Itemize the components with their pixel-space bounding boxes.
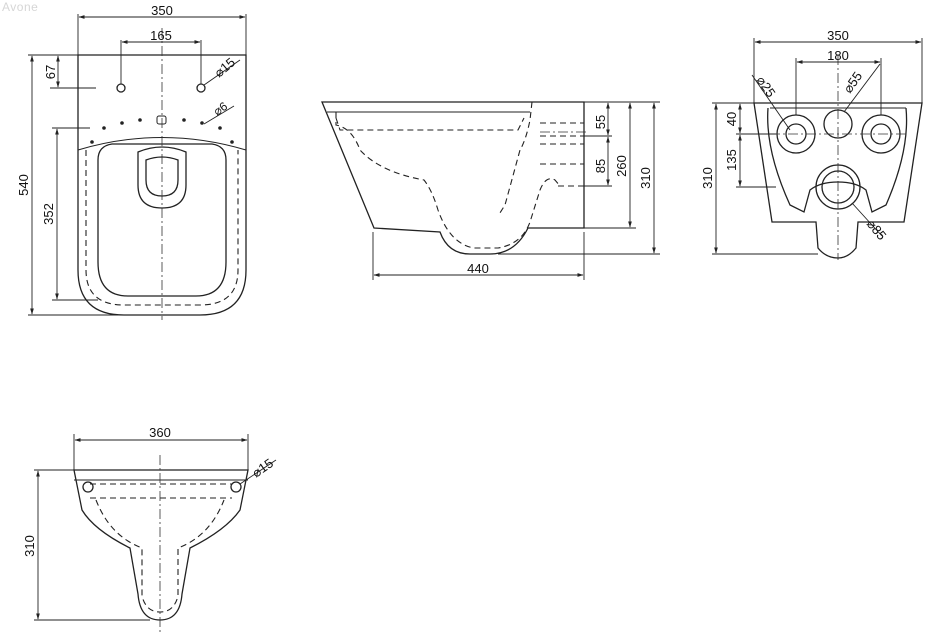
front-hole-left	[82, 481, 94, 493]
side-view-outline	[321, 101, 585, 255]
side-view-bowl-dashed	[335, 112, 561, 249]
offset-40-label: 40	[724, 112, 739, 126]
rear-height-label: 310	[700, 167, 715, 189]
pipe-55-label: 55	[593, 115, 608, 129]
front-view: 360 ⌀15 310	[22, 425, 277, 632]
rim-holes	[90, 115, 234, 144]
side-view-rim-dashed	[335, 117, 525, 131]
front-hole-right	[230, 481, 242, 493]
fixing-hole-right	[196, 83, 206, 93]
top-view-inner-dashed	[85, 150, 239, 306]
top-view-outlet-inner	[145, 156, 179, 197]
height-260-label: 260	[614, 155, 629, 177]
top-view-outlet	[137, 146, 187, 209]
bowl-length-label: 352	[41, 203, 56, 225]
length-540-label: 540	[16, 174, 31, 196]
offset-67-label: 67	[43, 65, 58, 79]
pipe-85-label: 85	[593, 159, 608, 173]
front-hole-dia-label: ⌀15	[249, 455, 276, 480]
rear-spacing-label: 180	[827, 48, 849, 63]
top-view-bowl	[97, 143, 227, 297]
small-hole-dia-label: ⌀6	[211, 99, 231, 119]
watermark: Avone	[2, 0, 39, 14]
rear-width-label: 350	[827, 28, 849, 43]
offset-135-label: 135	[724, 149, 739, 171]
fixing-hole-left	[116, 83, 126, 93]
length-440-label: 440	[467, 261, 489, 276]
hole-dia-label: ⌀15	[211, 54, 238, 80]
side-view: 55 85 260 310 440	[321, 101, 660, 280]
rear-view: 350 180 ⌀25 ⌀55 40 135 310 ⌀85	[700, 28, 923, 260]
height-310-label: 310	[638, 167, 653, 189]
top-width-label: 350	[151, 3, 173, 18]
top-view-outline	[77, 54, 247, 316]
hole-55-label: ⌀55	[840, 69, 865, 96]
front-width-label: 360	[149, 425, 171, 440]
front-view-outline	[73, 469, 249, 621]
top-view: 350 165 ⌀15 ⌀6 67 540 352	[16, 3, 247, 320]
front-height-label: 310	[22, 535, 37, 557]
hole-25-label: ⌀25	[754, 73, 779, 100]
hole-spacing-label: 165	[150, 28, 172, 43]
